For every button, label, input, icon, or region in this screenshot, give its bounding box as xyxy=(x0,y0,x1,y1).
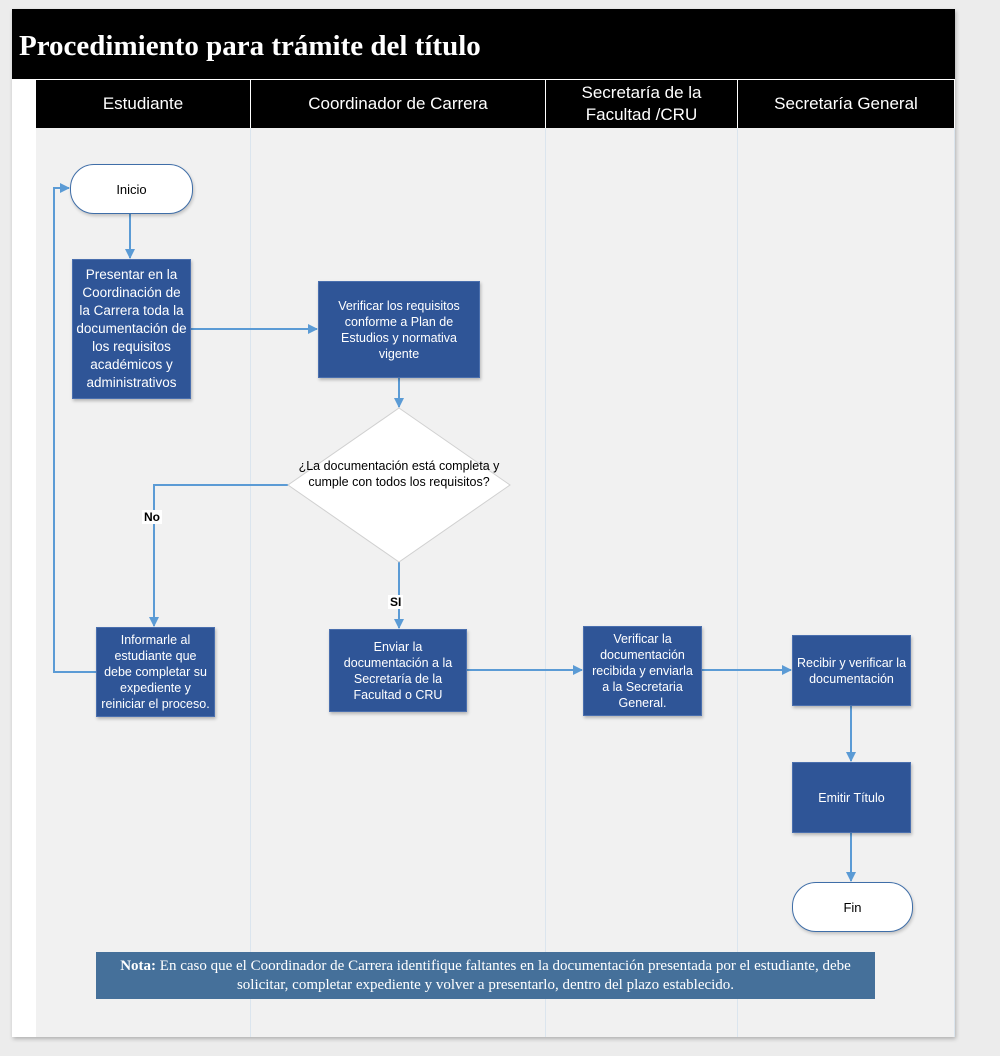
process-recibir: Recibir y verificar la documentación xyxy=(792,635,911,706)
arrow-informar-inicio xyxy=(53,183,96,673)
start-node: Inicio xyxy=(70,164,193,214)
process-enviar: Enviar la documentación a la Secretaría … xyxy=(329,629,467,712)
label-si: SI xyxy=(388,595,404,609)
label-no: No xyxy=(142,510,162,524)
lane-header-estudiante: Estudiante xyxy=(36,80,251,128)
note-box: Nota: En caso que el Coordinador de Carr… xyxy=(96,952,875,999)
process-emitir-titulo: Emitir Título xyxy=(792,762,911,833)
end-node: Fin xyxy=(792,882,913,932)
lane-header-secretaria-general: Secretaría General xyxy=(738,80,955,128)
note-text: Nota: En caso que el Coordinador de Carr… xyxy=(106,957,865,995)
page-title: Procedimiento para trámite del título xyxy=(12,9,955,79)
lane-secretaria-facultad xyxy=(546,128,738,1037)
decision-text: ¿La documentación está completa y cumple… xyxy=(298,459,500,489)
lane-header-coordinador: Coordinador de Carrera xyxy=(251,80,546,128)
lane-header-secretaria-facultad: Secretaría de la Facultad /CRU xyxy=(546,80,738,128)
decision-diamond xyxy=(287,407,511,563)
process-verificar-requisitos: Verificar los requisitos conforme a Plan… xyxy=(318,281,480,378)
process-presentar: Presentar en la Coordinación de la Carre… xyxy=(72,259,191,399)
process-informar: Informarle al estudiante que debe comple… xyxy=(96,627,215,717)
process-verificar-documentacion: Verificar la documentación recibida y en… xyxy=(583,626,702,716)
arrow-decision-no xyxy=(149,484,288,627)
note-body: En caso que el Coordinador de Carrera id… xyxy=(156,957,851,993)
note-label: Nota: xyxy=(120,957,157,974)
